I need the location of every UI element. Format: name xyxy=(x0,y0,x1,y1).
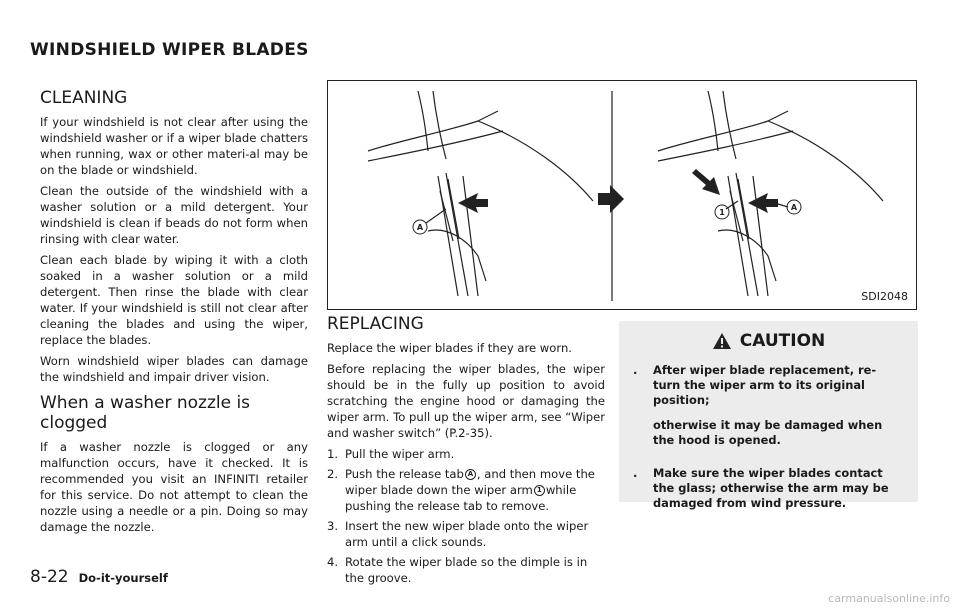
caution-box: CAUTION . After wiper blade replacement,… xyxy=(619,321,918,510)
figure-marker-a-left: A xyxy=(417,223,424,232)
figure-code: SDI2048 xyxy=(861,290,908,303)
step-text: Rotate the wiper blade so the dimple is … xyxy=(345,555,588,585)
step-2-part-b: , and then move the wiper blade down the… xyxy=(345,467,595,497)
caution-item-1: . After wiper blade replacement, re-turn… xyxy=(633,363,902,458)
marker-a-icon: A xyxy=(464,469,476,480)
step-number: 2. xyxy=(327,467,339,481)
step-4: 4. Rotate the wiper blade so the dimple … xyxy=(327,554,605,586)
replacing-title: REPLACING xyxy=(327,314,424,334)
step-2-part-a: Push the release tab xyxy=(345,467,464,481)
caution-item-1-line-2: otherwise it may be damaged when the hoo… xyxy=(653,418,883,447)
cleaning-paragraph-3: Clean each blade by wiping it with a clo… xyxy=(40,253,308,347)
marker-1-icon: 1 xyxy=(533,485,545,496)
page-heading: WINDSHIELD WIPER BLADES xyxy=(30,40,309,60)
wiper-illustration: A 1 A xyxy=(367,90,884,301)
caution-title: CAUTION xyxy=(739,331,826,351)
nozzle-paragraph: If a washer nozzle is clogged or any mal… xyxy=(40,440,308,534)
step-1: 1. Pull the wiper arm. xyxy=(327,446,605,462)
step-number: 4. xyxy=(327,555,339,569)
bullet: . xyxy=(633,466,638,480)
cleaning-paragraph-2: Clean the outside of the windshield with… xyxy=(40,184,308,246)
step-number: 3. xyxy=(327,519,339,533)
replacing-paragraph: Before replacing the wiper blades, the w… xyxy=(327,362,605,440)
figure-marker-a-right: A xyxy=(791,203,798,212)
caution-item-1-line-1: After wiper blade replacement, re-turn t… xyxy=(653,363,877,407)
nozzle-title: When a washer nozzle is clogged xyxy=(40,393,251,433)
step-2-part-c: while pushing the release tab to remove. xyxy=(345,483,577,513)
step-text: Pull the wiper arm. xyxy=(345,447,455,461)
watermark: carmanualsonline.info xyxy=(828,592,950,605)
cleaning-paragraph-1: If your windshield is not clear after us… xyxy=(40,115,308,177)
wiper-figure: A 1 A SDI2048 xyxy=(327,80,917,310)
cleaning-title: CLEANING xyxy=(40,88,128,108)
bullet: . xyxy=(633,363,638,377)
middle-column: REPLACING Replace the wiper blades if th… xyxy=(327,314,605,590)
caution-item-2: . Make sure the wiper blades contact the… xyxy=(633,466,902,511)
page-footer: 8-22 Do-it-yourself xyxy=(30,567,168,587)
page-number: 8-22 xyxy=(30,567,69,587)
section-name: Do-it-yourself xyxy=(78,571,168,585)
step-text: Insert the new wiper blade onto the wipe… xyxy=(345,519,589,549)
replacement-steps: 1. Pull the wiper arm. 2. Push the relea… xyxy=(327,446,605,586)
warning-icon xyxy=(712,333,731,349)
step-number: 1. xyxy=(327,447,339,461)
caution-item-2-text: Make sure the wiper blades contact the g… xyxy=(653,466,889,510)
cleaning-paragraph-4: Worn windshield wiper blades can damage … xyxy=(40,354,308,384)
step-3: 3. Insert the new wiper blade onto the w… xyxy=(327,518,605,550)
caution-header: CAUTION xyxy=(619,331,918,351)
left-column: CLEANING If your windshield is not clear… xyxy=(40,88,308,540)
caution-list: . After wiper blade replacement, re-turn… xyxy=(633,363,902,511)
replacing-intro: Replace the wiper blades if they are wor… xyxy=(327,341,572,355)
figure-marker-1: 1 xyxy=(719,208,725,217)
